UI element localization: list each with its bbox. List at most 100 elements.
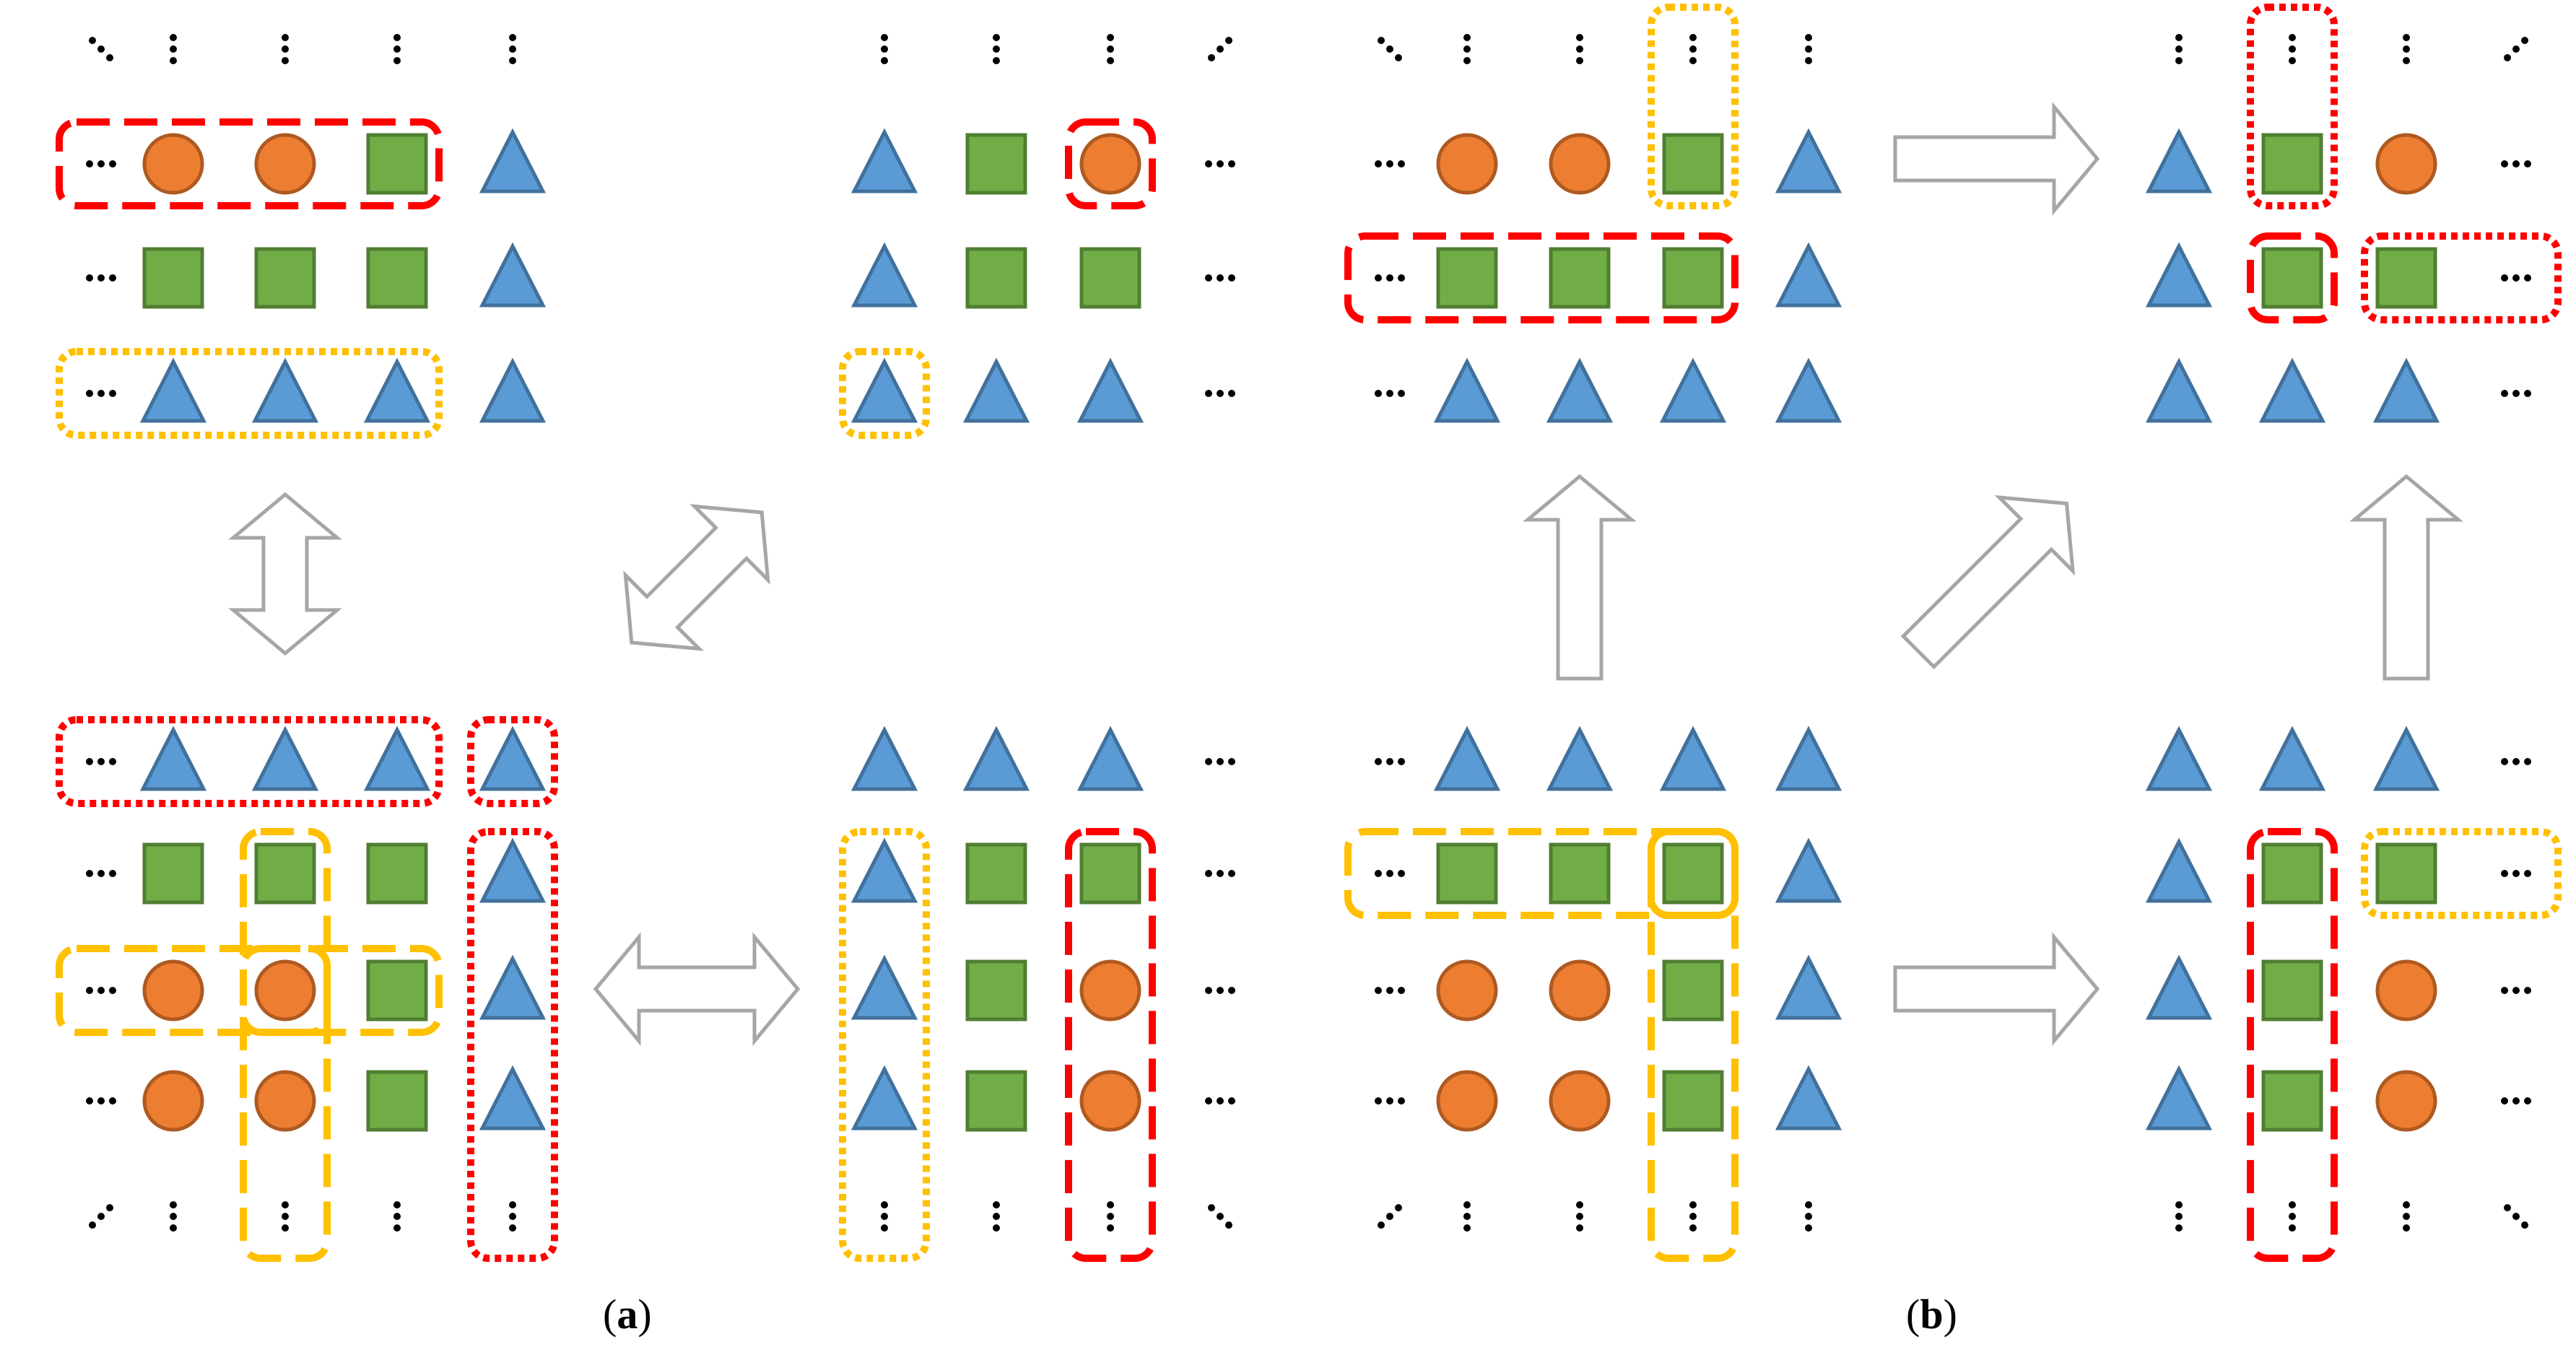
horizontal-ellipsis <box>2501 274 2531 282</box>
red-dotted-highlight <box>2361 232 2562 323</box>
yellow-dotted-highlight <box>839 828 930 1262</box>
horizontal-ellipsis <box>1375 870 1405 877</box>
blue-triangle <box>1076 357 1144 423</box>
blue-triangle <box>1433 726 1501 791</box>
vertical-ellipsis <box>1576 1201 1583 1232</box>
green-square <box>965 1070 1027 1132</box>
horizontal-ellipsis <box>1205 1097 1235 1105</box>
green-square <box>254 247 316 309</box>
blue-triangle <box>1775 357 1842 423</box>
orange-circle <box>1549 1070 1611 1132</box>
vertical-ellipsis <box>993 34 1000 64</box>
blue-triangle <box>2145 726 2213 791</box>
yellow-dashed-highlight <box>240 945 331 1036</box>
a-vertical-arrow <box>228 492 342 656</box>
vertical-ellipsis <box>1805 1201 1812 1232</box>
green-square <box>2261 133 2323 195</box>
vertical-ellipsis <box>170 1201 177 1232</box>
blue-triangle <box>1546 726 1614 791</box>
vertical-ellipsis <box>2175 1201 2183 1232</box>
blue-triangle <box>850 128 918 193</box>
blue-triangle <box>479 128 547 193</box>
orange-circle <box>2375 133 2437 195</box>
green-square <box>1436 247 1498 309</box>
blue-triangle <box>139 357 207 423</box>
blue-triangle <box>850 726 918 791</box>
vertical-ellipsis <box>1576 34 1583 64</box>
horizontal-ellipsis <box>2501 1097 2531 1105</box>
orange-circle <box>142 959 204 1021</box>
b-bottom-right-arrow <box>1893 932 2100 1046</box>
diagonal-ellipsis <box>89 1204 113 1229</box>
vertical-ellipsis <box>170 34 177 64</box>
blue-triangle <box>1546 357 1614 423</box>
horizontal-ellipsis <box>86 987 116 994</box>
orange-circle <box>254 133 316 195</box>
orange-circle <box>1436 959 1498 1021</box>
green-square <box>1662 247 1724 309</box>
green-square <box>366 959 428 1021</box>
vertical-ellipsis <box>509 1201 516 1232</box>
yellow-dotted-highlight <box>1648 4 1739 209</box>
green-square <box>142 247 204 309</box>
a-horizontal-arrow <box>593 932 801 1046</box>
orange-circle <box>142 133 204 195</box>
blue-triangle <box>479 242 547 308</box>
blue-triangle <box>850 837 918 903</box>
vertical-ellipsis <box>2289 34 2296 64</box>
yellow-dashed-highlight <box>240 828 331 1262</box>
blue-triangle <box>251 726 319 791</box>
blue-triangle <box>2372 726 2440 791</box>
green-square <box>366 247 428 309</box>
horizontal-ellipsis <box>1375 160 1405 167</box>
horizontal-ellipsis <box>1205 987 1235 994</box>
horizontal-ellipsis <box>86 1097 116 1105</box>
orange-circle <box>1436 1070 1498 1132</box>
yellow-dotted-highlight <box>839 348 930 439</box>
horizontal-ellipsis <box>2501 987 2531 994</box>
blue-triangle <box>850 357 918 423</box>
blue-triangle <box>1775 954 1842 1020</box>
yellow-dotted-highlight <box>56 348 443 439</box>
vertical-ellipsis <box>881 34 888 64</box>
diagonal-ellipsis <box>2504 37 2528 61</box>
green-square <box>965 959 1027 1021</box>
b-diagonal-arrow <box>1900 494 2076 670</box>
horizontal-ellipsis <box>1375 758 1405 765</box>
vertical-ellipsis <box>1107 34 1114 64</box>
blue-triangle <box>1775 837 1842 903</box>
orange-circle <box>1079 133 1141 195</box>
blue-triangle <box>479 357 547 423</box>
horizontal-ellipsis <box>86 390 116 397</box>
blue-triangle <box>1775 242 1842 308</box>
blue-triangle <box>1775 726 1842 791</box>
orange-circle <box>2375 959 2437 1021</box>
orange-circle <box>254 959 316 1021</box>
green-square <box>142 842 204 905</box>
horizontal-ellipsis <box>1375 1097 1405 1105</box>
green-square <box>2261 1070 2323 1132</box>
blue-triangle <box>2258 726 2326 791</box>
orange-circle <box>254 1070 316 1132</box>
blue-triangle <box>962 726 1030 791</box>
diagonal-ellipsis <box>1208 37 1232 61</box>
green-square <box>2375 247 2437 309</box>
b-left-up-arrow <box>1523 474 1637 681</box>
blue-triangle <box>2145 357 2213 423</box>
horizontal-ellipsis <box>1205 390 1235 397</box>
diagonal-ellipsis <box>2504 1204 2528 1229</box>
green-square <box>1662 1070 1724 1132</box>
green-square <box>1436 842 1498 905</box>
blue-triangle <box>1775 128 1842 193</box>
blue-triangle <box>850 954 918 1020</box>
vertical-ellipsis <box>2403 34 2410 64</box>
symbol-layer <box>86 34 2531 1232</box>
vertical-ellipsis <box>2289 1201 2296 1232</box>
vertical-ellipsis <box>1805 34 1812 64</box>
blue-triangle <box>479 837 547 903</box>
vertical-ellipsis <box>1689 34 1697 64</box>
green-square <box>965 842 1027 905</box>
blue-triangle <box>850 242 918 308</box>
blue-triangle <box>2258 357 2326 423</box>
